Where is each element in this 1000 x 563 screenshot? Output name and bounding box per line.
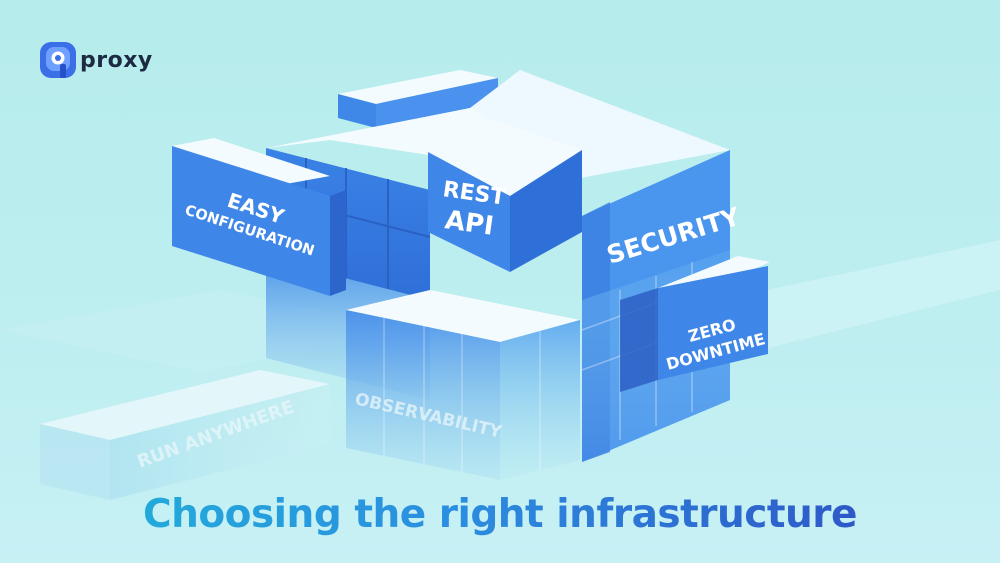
zero-downtime-block	[620, 256, 770, 392]
top-bar-front	[338, 94, 376, 128]
proxy-logo-icon	[40, 42, 76, 78]
brand-logo[interactable]: proxy	[40, 42, 153, 78]
rest-api-block	[428, 118, 582, 272]
run-anywhere-block	[40, 370, 330, 500]
observability-block	[346, 290, 580, 480]
brand-name: proxy	[80, 47, 153, 73]
top-surface-right	[470, 70, 730, 178]
top-bar-block	[338, 70, 498, 104]
page-headline: Choosing the right infrastructure	[0, 492, 1000, 537]
api-label: API	[443, 205, 496, 242]
floor-strip-right	[720, 240, 1000, 350]
top-bar-side	[376, 78, 498, 128]
easy-configuration-block	[172, 138, 346, 296]
